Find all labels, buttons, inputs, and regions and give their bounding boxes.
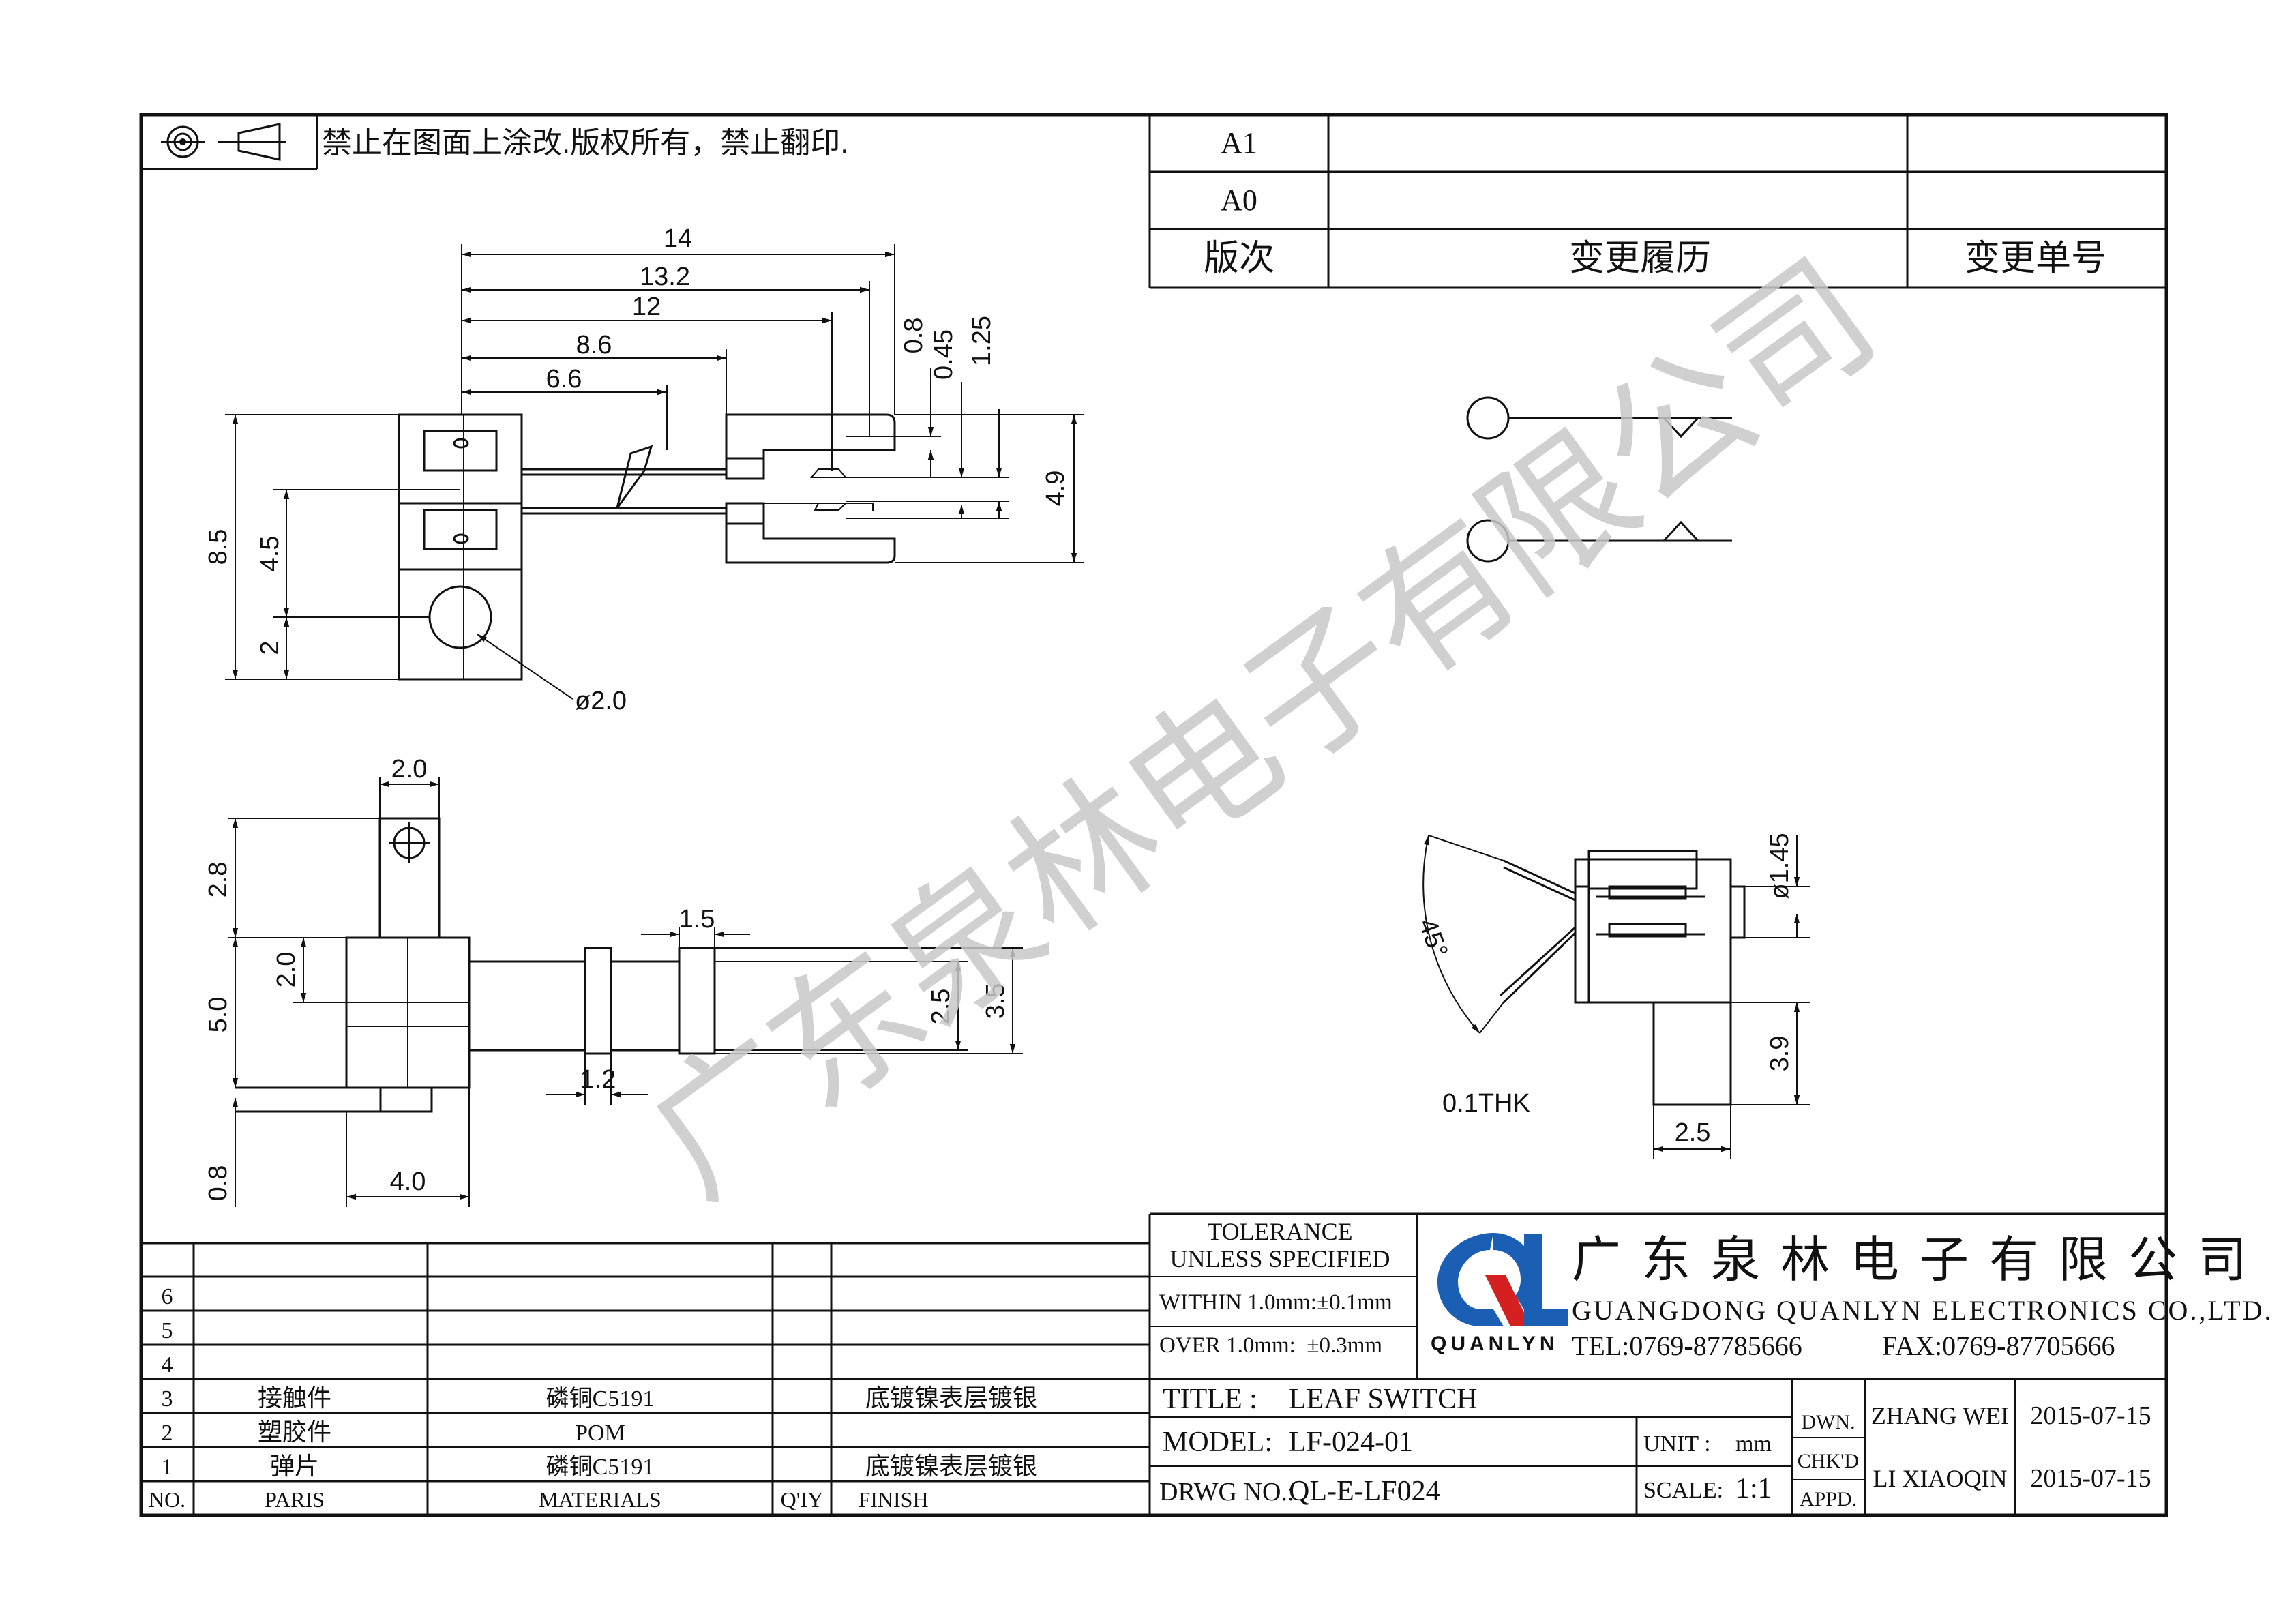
approved-label: APPD. [1800,1488,1857,1510]
dim-0-8-bottom: 0.8 [204,1165,233,1202]
row-no-6: 6 [162,1284,173,1309]
dim-4-0: 4.0 [390,1167,426,1196]
dim-hole-diameter: ø2.0 [575,687,627,715]
top-view [235,817,716,1113]
header-notice-block: 禁止在图面上涂改.版权所有，禁止翻印. [141,115,848,170]
company-tel: TEL:0769-87785666 [1572,1330,1802,1361]
unit-value: mm [1735,1431,1772,1457]
model-value: LF-024-01 [1289,1427,1413,1458]
dim-3-9: 3.9 [1765,1036,1794,1072]
header-part: PARIS [265,1487,325,1512]
header-no: NO. [149,1487,185,1512]
dim-0-8: 0.8 [899,318,928,354]
company-watermark: 广东泉林电子有限公司 [621,231,1903,1226]
copyright-notice: 禁止在图面上涂改.版权所有，禁止翻印. [322,126,848,160]
dim-0-45: 0.45 [929,329,958,380]
model-label: MODEL: [1163,1427,1272,1458]
dim-1-25: 1.25 [968,316,996,366]
scale-label: SCALE: [1643,1478,1723,1503]
dim-8-6: 8.6 [576,331,612,359]
row-no-4: 4 [162,1352,173,1378]
drawing-number-label: DRWG NO.: [1159,1478,1294,1506]
row-part-1: 弹片 [270,1453,319,1480]
row-finish-3: 底镀镍表层镀银 [865,1384,1037,1412]
dim-2-5-side: 2.5 [1675,1118,1711,1147]
row-no-1: 1 [162,1455,173,1480]
row-material-1: 磷铜C5191 [546,1454,655,1480]
checked-by: LI XIAOQIN [1873,1465,2008,1492]
row-no-5: 5 [162,1318,173,1343]
front-view-dimensions: 14 13.2 12 8.6 6.6 4.9 0.8 0.45 1.25 8.5 [204,224,1084,715]
switch-schematic [1466,396,1732,563]
tolerance-over: OVER 1.0mm: ±0.3mm [1159,1333,1382,1358]
title-block: TITLE : LEAF SWITCH MODEL: LF-024-01 DRW… [1150,1378,2166,1515]
dim-14: 14 [664,224,692,253]
dim-6-6: 6.6 [546,365,582,393]
parts-table: 6 5 4 3 接触件 磷铜C5191 底镀镍表层镀银 2 塑胶件 POM 1 … [141,1214,1151,1515]
header-material: MATERIALS [539,1487,661,1512]
outer-frame [139,113,2168,1517]
revision-block: A1 A0 版次 变更履历 变更单号 [1148,115,2166,289]
tolerance-block: TOLERANCE UNLESS SPECIFIED WITHIN 1.0mm:… [1150,1212,2166,1379]
checked-label: CHK'D [1798,1450,1859,1472]
dim-2-5: 2.5 [927,989,955,1025]
dim-inner-2-0: 2.0 [272,952,301,988]
terminal-circle-top [1466,396,1510,440]
unit-label: UNIT : [1643,1431,1711,1457]
dim-12: 12 [632,293,661,321]
dim-diameter-1-45: ø1.45 [1765,833,1794,899]
thickness-label: 0.1THK [1442,1089,1530,1118]
row-no-2: 2 [162,1420,173,1446]
revision-version-header: 版次 [1204,239,1274,278]
dim-5-0: 5.0 [204,997,233,1033]
dim-4-9: 4.9 [1041,471,1070,507]
dim-3-5: 3.5 [981,983,1010,1019]
drawn-by: ZHANG WEI [1871,1402,2009,1429]
projection-symbol-icon [161,123,286,161]
row-material-3: 磷铜C5191 [546,1386,655,1412]
revision-history-header: 变更履历 [1569,239,1711,278]
header-finish: FINISH [858,1487,928,1512]
row-part-2: 塑胶件 [258,1418,331,1446]
dim-8-5: 8.5 [204,529,233,565]
company-logo-icon [1437,1233,1568,1326]
company-name-cn: 广东泉林电子有限公司 [1572,1233,2267,1287]
date-drawn: 2015-07-15 [2030,1401,2151,1430]
dim-2: 2 [256,640,284,655]
top-view-dimensions: 2.0 2.8 5.0 0.8 2.0 4.0 1.5 1.2 2.5 [204,755,1023,1207]
company-name-en: GUANGDONG QUANLYN ELECTRONICS CO.,LTD. [1572,1295,2273,1326]
date-checked: 2015-07-15 [2030,1464,2151,1493]
revision-number-header: 变更单号 [1965,239,2106,278]
row-finish-1: 底镀镍表层镀银 [865,1453,1037,1480]
dim-angle-45: 45° [1413,915,1453,962]
dim-4-5: 4.5 [256,536,284,572]
tolerance-within: WITHIN 1.0mm:±0.1mm [1159,1290,1392,1315]
dim-2-8: 2.8 [204,862,233,898]
drawing-number-value: QL-E-LF024 [1289,1476,1440,1507]
company-block: QUANLYN 广东泉林电子有限公司 GUANGDONG QUANLYN ELE… [1431,1233,2273,1361]
row-part-3: 接触件 [258,1384,331,1412]
drawn-label: DWN. [1801,1411,1855,1433]
tolerance-title: TOLERANCE [1207,1218,1352,1245]
dim-1-2: 1.2 [580,1065,616,1094]
revision-a0: A0 [1221,183,1257,217]
side-view-dimensions: 45° 0.1THK ø1.45 3.9 2.5 [1413,833,1810,1159]
side-view [1499,850,1746,1106]
mounting-hole [428,585,492,649]
dim-13-2: 13.2 [640,263,690,291]
title-value: LEAF SWITCH [1289,1384,1478,1415]
front-view [398,413,896,681]
title-label: TITLE : [1163,1384,1257,1415]
company-fax: FAX:0769-87705666 [1882,1330,2115,1361]
row-material-2: POM [575,1420,625,1446]
row-no-3: 3 [162,1386,173,1412]
dim-width-2-0: 2.0 [391,755,428,784]
scale-value: 1:1 [1735,1473,1772,1504]
dim-1-5: 1.5 [679,905,715,934]
header-qty: Q'IY [781,1487,824,1512]
revision-a1: A1 [1221,126,1257,160]
tolerance-subtitle: UNLESS SPECIFIED [1169,1245,1390,1272]
brand-name: QUANLYN [1431,1332,1559,1355]
